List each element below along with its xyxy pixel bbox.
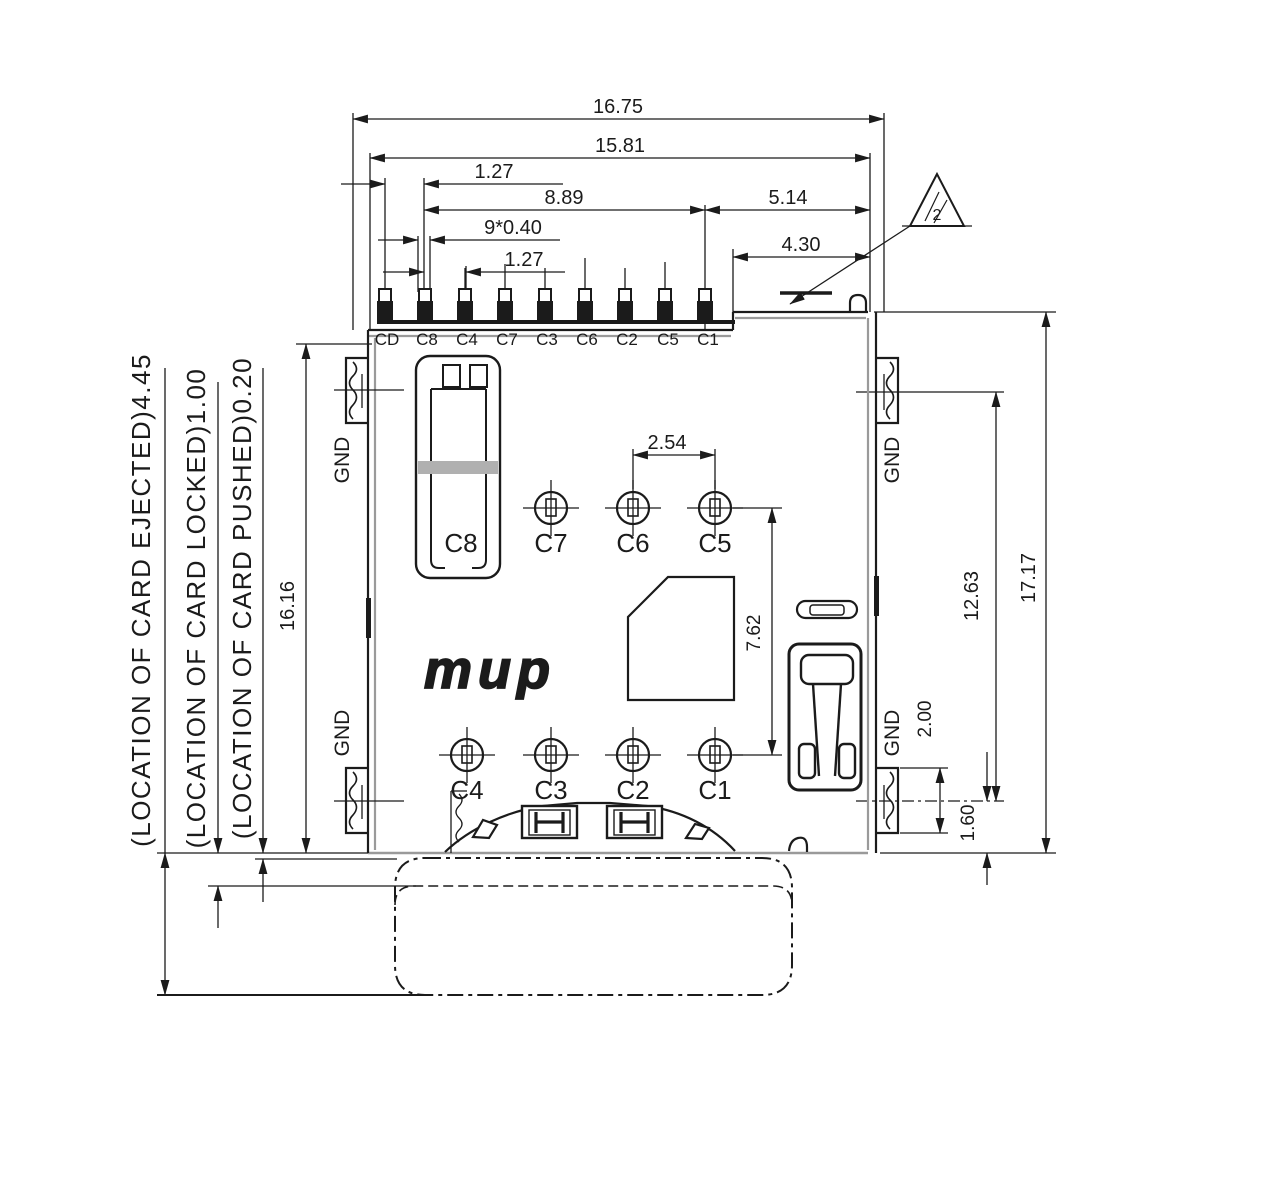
bottom-dome [444, 790, 736, 853]
eject-latch [787, 599, 863, 792]
card-position-notes: (LOCATION OF CARD EJECTED)4.45 (LOCATION… [126, 353, 257, 848]
top-pin-row [377, 258, 735, 324]
pin-label-c5: C5 [657, 330, 679, 349]
pin-label-c2: C2 [616, 330, 638, 349]
contact-label-c8: C8 [444, 528, 477, 558]
contact-spring-c8 [414, 354, 502, 580]
dim-gnd-span: 12.63 [961, 571, 983, 621]
dim-contact-row-span: 7.62 [744, 615, 765, 652]
gnd-label-left-bottom: GND [331, 710, 354, 757]
dim-pin-span: 8.89 [545, 187, 584, 209]
contact-label-c1: C1 [698, 775, 731, 805]
contact-circles [439, 480, 743, 783]
sim-card-outline [157, 857, 793, 996]
note-card-ejected: (LOCATION OF CARD EJECTED)4.45 [126, 353, 156, 847]
contact-label-c7: C7 [534, 528, 567, 558]
edge-tick-marks [366, 576, 879, 638]
contact-label-c4: C4 [450, 775, 483, 805]
note-card-pushed: (LOCATION OF CARD PUSHED)0.20 [227, 357, 257, 839]
contact-label-c6: C6 [616, 528, 649, 558]
pin-label-c1: C1 [697, 330, 719, 349]
logo-mup: mup [424, 640, 556, 700]
contact-label-c2: C2 [616, 775, 649, 805]
contact-labels: C8 C7 C6 C5 C4 C3 C2 C1 [444, 528, 731, 805]
pin-label-c8: C8 [416, 330, 438, 349]
gnd-labels: GND GND GND GND [331, 437, 904, 757]
sim-chip-outline [626, 575, 736, 702]
dimension-lines [160, 114, 1051, 996]
dimension-labels: 16.75 15.81 1.27 8.89 5.14 9*0.40 1.27 4… [277, 96, 1040, 841]
shield-inner-edges [368, 316, 870, 855]
dim-shield-width: 15.81 [595, 135, 645, 157]
extension-lines [157, 113, 1056, 887]
revision-number: 2 [933, 207, 942, 224]
contact-label-c5: C5 [698, 528, 731, 558]
dim-step-width: 4.30 [782, 234, 821, 256]
pin-label-c4: C4 [456, 330, 478, 349]
dim-overall-height: 17.17 [1018, 553, 1040, 603]
contact-label-c3: C3 [534, 775, 567, 805]
gnd-pads [334, 356, 900, 835]
dim-gnd-pad-height: 2.00 [915, 701, 936, 738]
dim-body-height: 16.16 [277, 581, 299, 631]
pin-label-c6: C6 [576, 330, 598, 349]
dim-pin-offset: 1.27 [475, 161, 514, 183]
dim-pin-width: 9*0.40 [484, 217, 542, 239]
pin-label-cd: CD [375, 330, 400, 349]
note-card-locked: (LOCATION OF CARD LOCKED)1.00 [181, 368, 211, 849]
dim-edge-offset: 1.60 [958, 805, 979, 842]
dim-pin-pitch: 1.27 [505, 249, 544, 271]
gnd-label-right-bottom: GND [881, 710, 904, 757]
pin-label-c7: C7 [496, 330, 518, 349]
dim-overall-width: 16.75 [593, 96, 643, 118]
dim-contact-pitch: 2.54 [648, 432, 687, 454]
revision-triangle [908, 171, 966, 227]
pin-labels: CD C8 C4 C7 C3 C6 C2 C5 C1 [375, 330, 719, 349]
gnd-label-left-top: GND [331, 437, 354, 484]
gnd-label-right-top: GND [881, 437, 904, 484]
pin-label-c3: C3 [536, 330, 558, 349]
dim-pin-to-edge: 5.14 [769, 187, 808, 209]
